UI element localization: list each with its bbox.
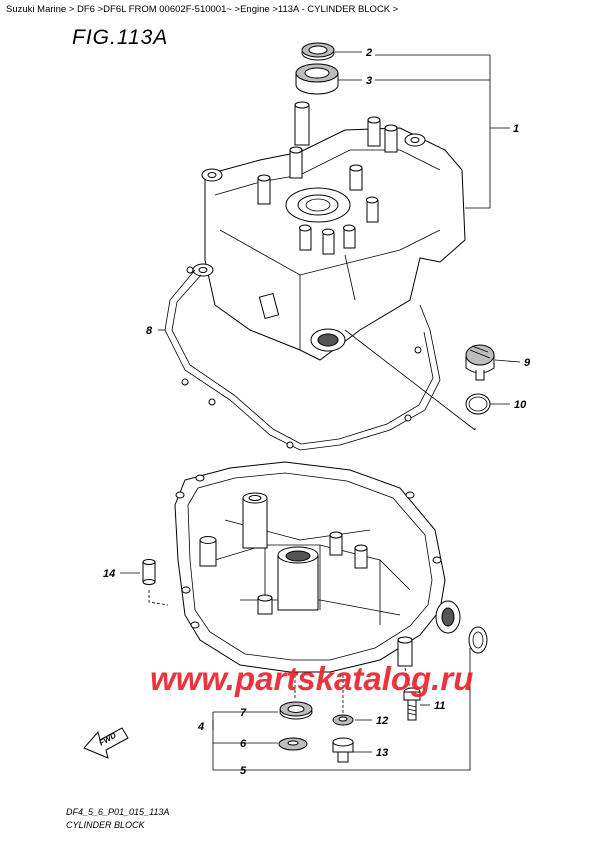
callout-7: 7 [240,707,247,719]
crankcase [174,461,461,673]
drawing-code: DF4_5_6_P01_015_113A [66,807,170,817]
oil-seal [301,42,335,61]
breadcrumb: Suzuki Marine > DF6 >DF6L FROM 00602F-51… [6,4,399,15]
callout-12: 12 [376,715,388,727]
drain-plug [332,737,354,763]
cylinder-block [192,101,466,361]
oil-seal-lower [279,701,313,720]
callout-11: 11 [434,700,445,712]
callout-10: 10 [514,399,527,411]
seal-ring [468,626,488,654]
bearing [295,63,339,95]
callout-4: 4 [197,721,204,733]
plug [465,344,495,381]
callout-9: 9 [524,357,531,369]
callout-13: 13 [376,747,388,759]
callout-8: 8 [146,325,153,337]
callout-1: 1 [513,123,519,135]
fwd-arrow-icon: FWD [83,727,129,759]
callout-3: 3 [366,75,372,87]
watermark: www.partskatalog.ru [150,660,473,697]
callout-2: 2 [365,47,372,59]
drawing-caption: CYLINDER BLOCK [66,820,145,830]
callout-14: 14 [103,568,115,580]
dowel-pin [142,559,156,585]
bolt [403,687,421,721]
gasket-washer [332,714,354,726]
washer [278,737,308,751]
figure-title: FIG.113A [72,26,169,49]
callout-6: 6 [240,738,247,750]
callout-5: 5 [240,765,247,777]
